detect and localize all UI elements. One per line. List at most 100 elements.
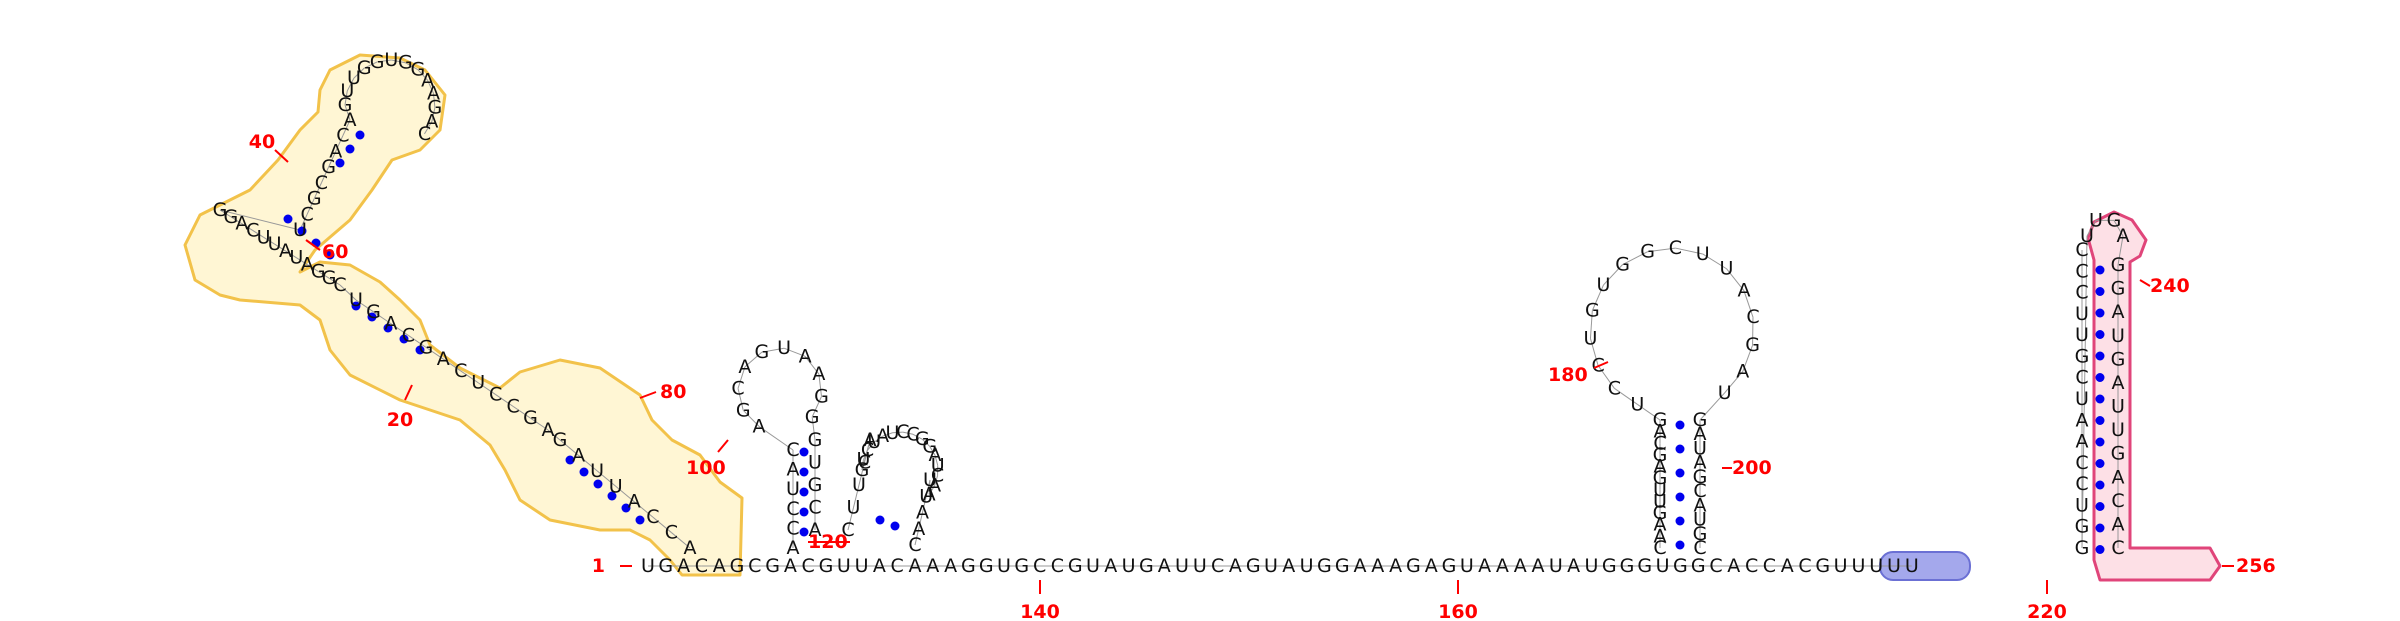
hairpin4-nucleotide: G — [1693, 409, 1708, 431]
backbone-link — [1699, 392, 1726, 421]
hairpin1-loop-nucleotide: A — [425, 111, 438, 133]
backbone-nucleotide: U — [1851, 555, 1865, 577]
hairpin1-nucleotide: C — [333, 274, 346, 296]
backbone-nucleotide: A — [1478, 555, 1491, 577]
backbone-link — [1637, 403, 1661, 421]
base-pair-dot — [1675, 468, 1685, 478]
hairpin4-nucleotide: G — [1693, 523, 1708, 545]
hairpin1-nucleotide: A — [301, 254, 314, 276]
hairpin3-loop-nucleotide: C — [861, 439, 874, 461]
backbone-link — [922, 496, 927, 513]
hairpin2-loop-nucleotide: G — [814, 385, 829, 407]
backbone-nucleotide: U — [1300, 555, 1314, 577]
hairpin3-loop-nucleotide: A — [928, 475, 941, 497]
backbone-nucleotide: C — [1709, 555, 1722, 577]
backbone-nucleotide: A — [784, 555, 797, 577]
hairpin2-nucleotide: C — [786, 517, 799, 539]
base-pair-bonds — [219, 59, 2124, 567]
hairpin4-nucleotide: A — [1654, 525, 1667, 547]
hairpin1-nucleotide: A — [279, 240, 292, 262]
backbone-link — [1589, 338, 1599, 366]
base-pair-dot — [799, 467, 809, 477]
backbone-nucleotide: G — [1317, 555, 1332, 577]
hairpin5-nucleotide: U — [2075, 388, 2089, 410]
hairpin3-loop-nucleotide: G — [915, 428, 930, 450]
backbone-link — [744, 351, 763, 368]
backbone-link — [320, 166, 330, 184]
backbone-nucleotide: U — [1175, 555, 1189, 577]
hairpin5-nucleotide: A — [2112, 372, 2125, 394]
backbone-link — [758, 425, 794, 451]
hairpin1-loop-nucleotide: G — [338, 94, 353, 116]
backbone-nucleotide: A — [1282, 555, 1295, 577]
backbone-link — [925, 479, 931, 497]
hairpin1-loop-nucleotide: G — [411, 59, 426, 81]
position-label-200: 200 — [1732, 457, 1772, 479]
backbone-nucleotide: U — [855, 555, 869, 577]
backbone-nucleotide: C — [1798, 555, 1811, 577]
backbone-link — [363, 61, 378, 69]
hairpin5-nucleotide: G — [2075, 516, 2090, 538]
hairpin1-nucleotide: A — [384, 313, 397, 335]
hairpin4-nucleotide: G — [1693, 466, 1708, 488]
hairpin2-nucleotide: A — [787, 537, 800, 559]
hairpin4-nucleotide: C — [1693, 537, 1706, 559]
hairpin3-nucleotide: U — [923, 469, 937, 491]
backbone-link — [811, 396, 822, 418]
backbone-link — [417, 69, 428, 81]
base-pair-dot — [2095, 545, 2105, 554]
backbone-nucleotide: G — [1620, 555, 1635, 577]
hairpin3-loop-nucleotide: C — [931, 465, 944, 487]
hairpin1-nucleotide: A — [684, 537, 697, 559]
hairpin2-loop-nucleotide: G — [805, 406, 820, 428]
hairpin5-nucleotide: A — [2076, 431, 2089, 453]
backbone-nucleotide: C — [1211, 555, 1224, 577]
base-pair-dot — [367, 312, 377, 322]
hairpin5-nucleotide: U — [2075, 303, 2089, 325]
position-label-1: 1 — [592, 555, 605, 577]
position-label-60: 60 — [322, 241, 348, 263]
backbone-nucleotide: G — [658, 555, 673, 577]
base-pair-dot — [2095, 373, 2105, 382]
backbone-link — [427, 80, 434, 94]
hairpin3-nucleotide: A — [864, 429, 877, 451]
position-label-40: 40 — [249, 131, 275, 153]
hairpin1-nucleotide: U — [289, 247, 303, 269]
base-pair-dot — [1675, 492, 1685, 502]
backbone-nucleotide: U — [1264, 555, 1278, 577]
base-pair-dot — [1675, 444, 1685, 454]
backbone-nucleotide: A — [1425, 555, 1438, 577]
hairpin4-nucleotide: G — [1653, 444, 1668, 466]
hairpin4-loop-nucleotide: G — [1745, 334, 1760, 356]
base-pair-dot — [621, 503, 631, 513]
base-pair-dot — [890, 521, 900, 531]
backbone-link — [252, 230, 264, 238]
hairpin4-loop-nucleotide: U — [1597, 274, 1611, 296]
backbone-link — [1647, 247, 1676, 253]
backbone-link — [373, 311, 392, 325]
backbone-link — [344, 104, 351, 121]
hairpin1-loop-nucleotide: A — [427, 82, 440, 104]
hairpin1-nucleotide: C — [506, 395, 519, 417]
hairpin5-nucleotide: G — [2075, 345, 2090, 367]
hairpin3-loop-nucleotide: A — [923, 483, 936, 505]
hairpin4-loop-nucleotide: C — [1669, 237, 1682, 259]
backbone-link — [296, 257, 308, 265]
backbone-link — [783, 347, 806, 357]
backbone-nucleotide: G — [1246, 555, 1261, 577]
hairpin1-nucleotide: A — [235, 213, 248, 235]
backbone-nucleotide: A — [1371, 555, 1384, 577]
backbone-link — [882, 432, 893, 437]
hairpin4-loop-nucleotide: C — [1746, 306, 1759, 328]
hairpin1-nucleotide: U — [257, 226, 271, 248]
base-pair-dot — [2095, 394, 2105, 404]
backbone-nucleotide: A — [1354, 555, 1367, 577]
hairpin1-nucleotide: C — [454, 360, 467, 382]
backbone-nucleotide: U — [1122, 555, 1136, 577]
backbone-link — [313, 182, 322, 199]
domain-highlights — [183, 53, 2222, 582]
backbone-link — [2113, 220, 2124, 237]
